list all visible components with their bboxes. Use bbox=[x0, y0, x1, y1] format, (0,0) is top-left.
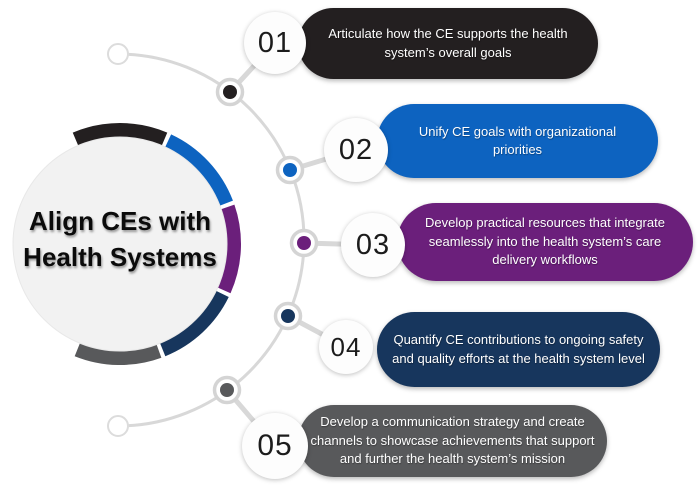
ring-segment-4 bbox=[159, 289, 229, 357]
node-4 bbox=[273, 301, 303, 331]
step-pill-5: Develop a communication strategy and cre… bbox=[298, 405, 607, 477]
node-2-dot bbox=[283, 163, 297, 177]
step-number-1: 01 bbox=[244, 12, 306, 74]
ring-segment-2 bbox=[164, 134, 233, 207]
hub-title: Align CEs with Health Systems bbox=[13, 202, 227, 276]
node-2 bbox=[275, 155, 305, 185]
node-4-dot bbox=[281, 309, 295, 323]
hub-title-line-1: Align CEs with bbox=[29, 206, 211, 236]
step-text-2: Unify CE goals with organizational prior… bbox=[418, 123, 617, 157]
node-1-dot bbox=[223, 85, 237, 99]
ring-segment-1 bbox=[72, 123, 168, 148]
node-5 bbox=[212, 375, 242, 405]
step-number-5: 05 bbox=[242, 413, 308, 479]
step-pill-2: Unify CE goals with organizational prior… bbox=[377, 104, 658, 178]
step-text-5: Develop a communication strategy and cre… bbox=[310, 414, 595, 467]
node-3-dot bbox=[297, 236, 311, 250]
hub-title-line-2: Health Systems bbox=[23, 242, 217, 272]
step-text-4: Quantify CE contributions to ongoing saf… bbox=[392, 332, 645, 366]
endpoint-dot-bottom bbox=[107, 415, 129, 437]
node-5-dot bbox=[220, 383, 234, 397]
ring-segment-3 bbox=[215, 204, 241, 294]
step-pill-1: Articulate how the CE supports the healt… bbox=[298, 8, 598, 79]
step-pill-4: Quantify CE contributions to ongoing saf… bbox=[377, 312, 660, 387]
node-3 bbox=[289, 228, 319, 258]
step-text-1: Articulate how the CE supports the healt… bbox=[328, 26, 568, 60]
node-1 bbox=[215, 77, 245, 107]
step-number-3: 03 bbox=[341, 213, 405, 277]
step-number-2: 02 bbox=[324, 118, 388, 182]
step-text-3: Develop practical resources that integra… bbox=[425, 215, 665, 268]
step-number-4: 04 bbox=[319, 320, 373, 374]
hub-circle bbox=[12, 136, 228, 352]
ring-segment-5 bbox=[74, 341, 162, 365]
step-pill-3: Develop practical resources that integra… bbox=[397, 203, 693, 281]
endpoint-dot-top bbox=[107, 43, 129, 65]
